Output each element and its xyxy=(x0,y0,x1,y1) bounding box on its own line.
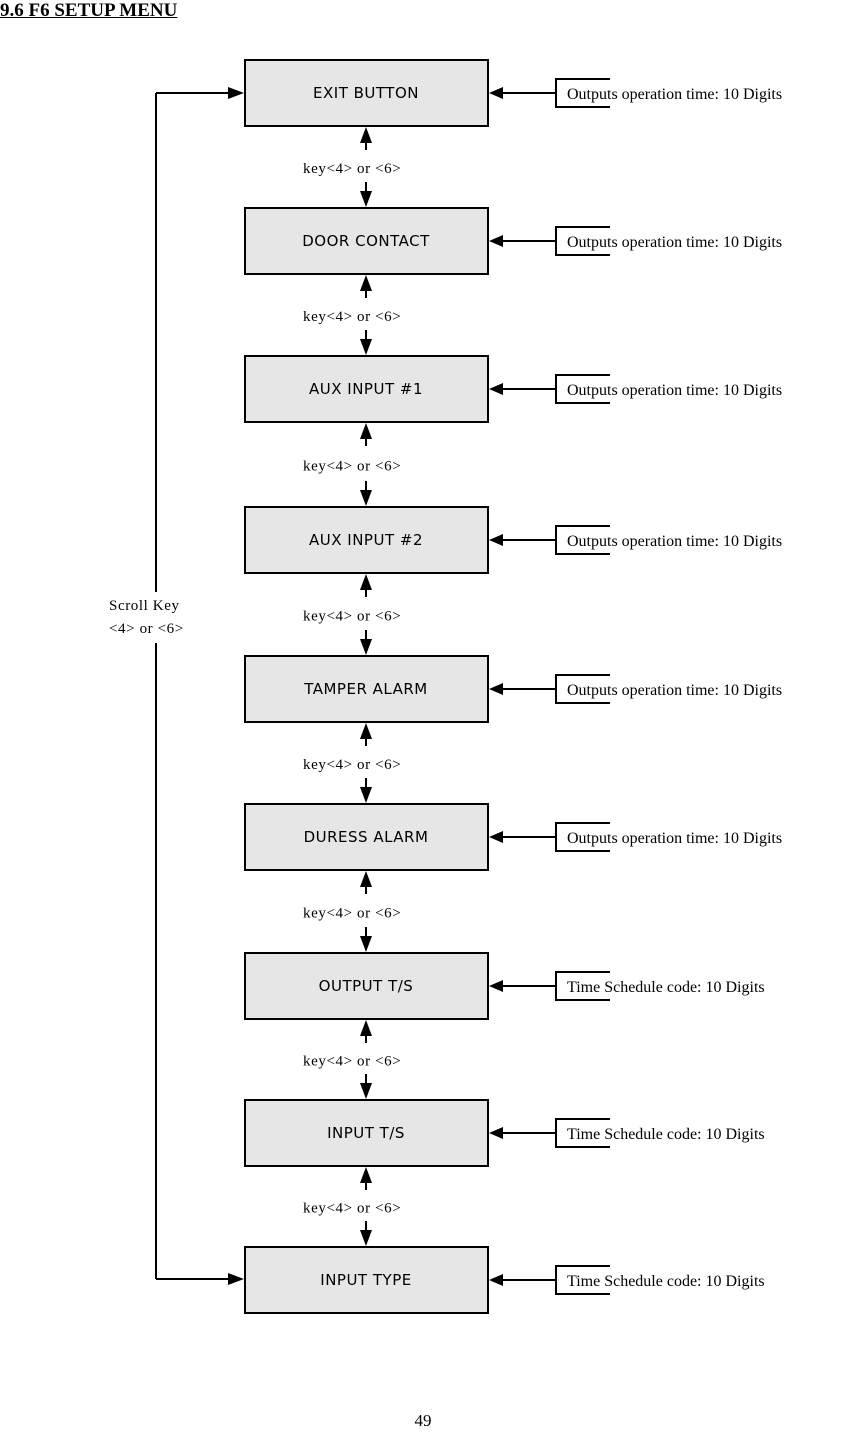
menu-node: INPUT TYPE Time Schedule code: 10 Digits xyxy=(244,1246,765,1314)
menu-note-text: Outputs operation time: 10 Digits xyxy=(567,86,782,103)
up-arrowhead xyxy=(360,574,372,590)
key-label: key<4> or <6> xyxy=(303,309,401,325)
menu-box xyxy=(244,803,489,871)
down-arrowhead xyxy=(360,490,372,506)
scroll-key-label: Scroll Key xyxy=(109,598,180,614)
key-label: key<4> or <6> xyxy=(303,459,401,475)
note-arrowhead xyxy=(489,87,503,99)
up-arrowhead xyxy=(360,1167,372,1183)
key-label: key<4> or <6> xyxy=(303,1054,401,1070)
page-title: 9.6 F6 SETUP MENU xyxy=(0,0,178,21)
key-connector: key<4> or <6> xyxy=(303,723,401,803)
up-arrowhead xyxy=(360,723,372,739)
menu-box xyxy=(244,952,489,1020)
down-arrowhead xyxy=(360,1230,372,1246)
scroll-top-arrowhead xyxy=(228,87,244,99)
menu-note-text: Time Schedule code: 10 Digits xyxy=(567,1273,765,1290)
key-connector: key<4> or <6> xyxy=(303,275,401,355)
menu-box-label: DOOR CONTACT xyxy=(302,232,430,250)
up-arrowhead xyxy=(360,423,372,439)
note-arrowhead xyxy=(489,683,503,695)
menu-note-text: Outputs operation time: 10 Digits xyxy=(567,533,782,550)
note-arrowhead xyxy=(489,831,503,843)
menu-node: OUTPUT T/S Time Schedule code: 10 Digits xyxy=(244,952,765,1020)
key-label: key<4> or <6> xyxy=(303,609,401,625)
note-arrowhead xyxy=(489,534,503,546)
menu-box-label: DURESS ALARM xyxy=(304,828,429,846)
menu-box-label: EXIT BUTTON xyxy=(313,84,419,102)
menu-node: TAMPER ALARM Outputs operation time: 10 D… xyxy=(244,655,782,723)
menu-box-label: TAMPER ALARM xyxy=(303,680,428,698)
page-number: 49 xyxy=(414,1411,432,1430)
menu-box xyxy=(244,655,489,723)
menu-node: DURESS ALARM Outputs operation time: 10 D… xyxy=(244,803,782,871)
key-connector: key<4> or <6> xyxy=(303,1020,401,1099)
setup-menu-flow-diagram: Scroll Key <4> or <6> EXIT BUTTON Outputs… xyxy=(109,59,782,1314)
menu-box-label: OUTPUT T/S xyxy=(319,977,414,995)
key-connector: key<4> or <6> xyxy=(303,127,401,207)
menu-note-text: Outputs operation time: 10 Digits xyxy=(567,234,782,251)
menu-node: EXIT BUTTON Outputs operation time: 10 Di… xyxy=(244,59,782,127)
menu-node: AUX INPUT #1 Outputs operation time: 10 D… xyxy=(244,355,782,423)
note-arrowhead xyxy=(489,980,503,992)
scroll-bottom-arrowhead xyxy=(228,1273,244,1285)
scroll-loop: Scroll Key <4> or <6> xyxy=(109,87,244,1285)
down-arrowhead xyxy=(360,639,372,655)
down-arrowhead xyxy=(360,787,372,803)
key-label: key<4> or <6> xyxy=(303,757,401,773)
up-arrowhead xyxy=(360,127,372,143)
up-arrowhead xyxy=(360,1020,372,1036)
menu-node: INPUT T/S Time Schedule code: 10 Digits xyxy=(244,1099,765,1167)
down-arrowhead xyxy=(360,1083,372,1099)
down-arrowhead xyxy=(360,339,372,355)
menu-box xyxy=(244,1099,489,1167)
up-arrowhead xyxy=(360,275,372,291)
menu-box-label: AUX INPUT #1 xyxy=(309,380,423,398)
menu-note-text: Time Schedule code: 10 Digits xyxy=(567,979,765,996)
down-arrowhead xyxy=(360,936,372,952)
note-arrowhead xyxy=(489,1274,503,1286)
menu-box-label: INPUT TYPE xyxy=(320,1271,411,1289)
key-connector: key<4> or <6> xyxy=(303,574,401,655)
scroll-key-sublabel: <4> or <6> xyxy=(109,621,184,637)
menu-box xyxy=(244,1246,489,1314)
key-connector: key<4> or <6> xyxy=(303,1167,401,1246)
key-label: key<4> or <6> xyxy=(303,161,401,177)
menu-note-text: Time Schedule code: 10 Digits xyxy=(567,1126,765,1143)
key-label: key<4> or <6> xyxy=(303,906,401,922)
note-arrowhead xyxy=(489,235,503,247)
key-connector: key<4> or <6> xyxy=(303,423,401,506)
menu-box xyxy=(244,355,489,423)
menu-node: DOOR CONTACT Outputs operation time: 10 D… xyxy=(244,207,782,275)
menu-box xyxy=(244,207,489,275)
menu-box xyxy=(244,59,489,127)
note-arrowhead xyxy=(489,383,503,395)
menu-node: AUX INPUT #2 Outputs operation time: 10 D… xyxy=(244,506,782,574)
up-arrowhead xyxy=(360,871,372,887)
key-connector: key<4> or <6> xyxy=(303,871,401,952)
menu-note-text: Outputs operation time: 10 Digits xyxy=(567,382,782,399)
note-arrowhead xyxy=(489,1127,503,1139)
menu-box-label: INPUT T/S xyxy=(327,1124,405,1142)
menu-note-text: Outputs operation time: 10 Digits xyxy=(567,682,782,699)
menu-box-label: AUX INPUT #2 xyxy=(309,531,423,549)
menu-note-text: Outputs operation time: 10 Digits xyxy=(567,830,782,847)
down-arrowhead xyxy=(360,191,372,207)
menu-box xyxy=(244,506,489,574)
key-label: key<4> or <6> xyxy=(303,1201,401,1217)
